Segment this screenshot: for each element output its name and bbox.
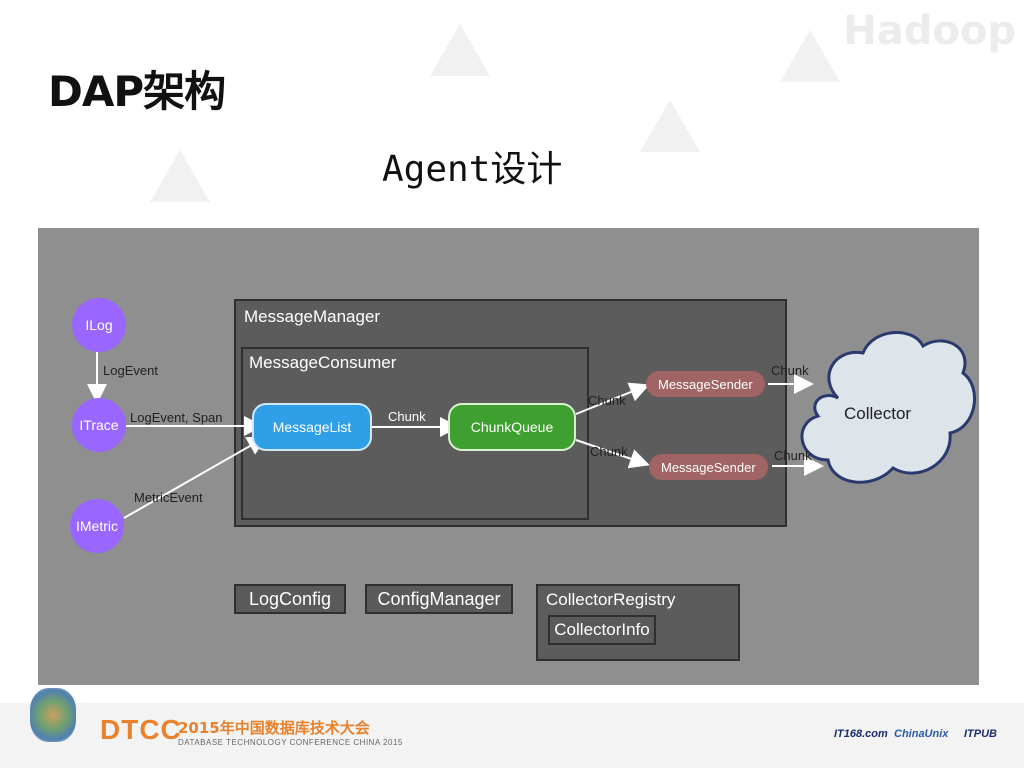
- edge-queue-sender1: [575, 382, 650, 415]
- conference-logo-icon: [30, 688, 76, 742]
- footer-bar: [0, 703, 1024, 768]
- background-triangle: [150, 150, 210, 202]
- message-manager-label: MessageManager: [244, 307, 381, 326]
- collector-info-box: CollectorInfo: [548, 615, 656, 645]
- slide-subtitle: Agent设计: [382, 149, 563, 190]
- chunk-queue-node: ChunkQueue: [448, 403, 576, 451]
- conference-title: 2015年中国数据库技术大会: [178, 719, 370, 737]
- slide-title: DAP架构: [48, 67, 226, 116]
- edge-label-chunk: Chunk: [771, 363, 809, 378]
- sponsor-itpub-logo: ITPUB: [964, 728, 997, 740]
- edge-label-chunk: Chunk: [774, 448, 812, 463]
- edge-queue-sender2: [575, 439, 650, 469]
- agent-diagram: MessageManager MessageConsumer ILog ITra…: [38, 228, 979, 685]
- ilog-node: ILog: [72, 298, 126, 352]
- log-config-box: LogConfig: [234, 584, 346, 614]
- edge-label-chunk: Chunk: [388, 409, 426, 424]
- itrace-node: ITrace: [72, 398, 126, 452]
- collector-label: Collector: [844, 404, 912, 423]
- message-consumer-label: MessageConsumer: [249, 353, 397, 372]
- sponsor-chinaunix-logo: ChinaUnix: [894, 728, 949, 740]
- edge-label-logevent: LogEvent: [103, 363, 158, 378]
- watermark-text: Hadoop: [843, 8, 1016, 54]
- config-manager-box: ConfigManager: [365, 584, 513, 614]
- message-sender-node: MessageSender: [649, 454, 768, 480]
- sponsor-it168-logo: IT168.com: [834, 728, 888, 740]
- message-sender-node: MessageSender: [646, 371, 765, 397]
- message-list-node: MessageList: [252, 403, 372, 451]
- edge-label-logevent-span: LogEvent, Span: [130, 410, 223, 425]
- collector-cloud-shape: [800, 331, 977, 484]
- edge-imetric-messagelist: [123, 436, 268, 519]
- edge-label-chunk: Chunk: [590, 444, 628, 459]
- edges-layer: [87, 331, 977, 519]
- collector-registry-label: CollectorRegistry: [546, 590, 676, 609]
- imetric-node: IMetric: [70, 499, 124, 553]
- edge-label-chunk: Chunk: [588, 393, 626, 408]
- dtcc-logo: DTCC: [100, 714, 182, 745]
- collector-registry-box: CollectorRegistry CollectorInfo: [536, 584, 740, 661]
- edge-label-metricevent: MetricEvent: [134, 490, 203, 505]
- background-triangle: [430, 24, 490, 76]
- conference-subtitle: DATABASE TECHNOLOGY CONFERENCE CHINA 201…: [178, 738, 403, 747]
- background-triangle: [640, 100, 700, 152]
- background-triangle: [780, 30, 840, 82]
